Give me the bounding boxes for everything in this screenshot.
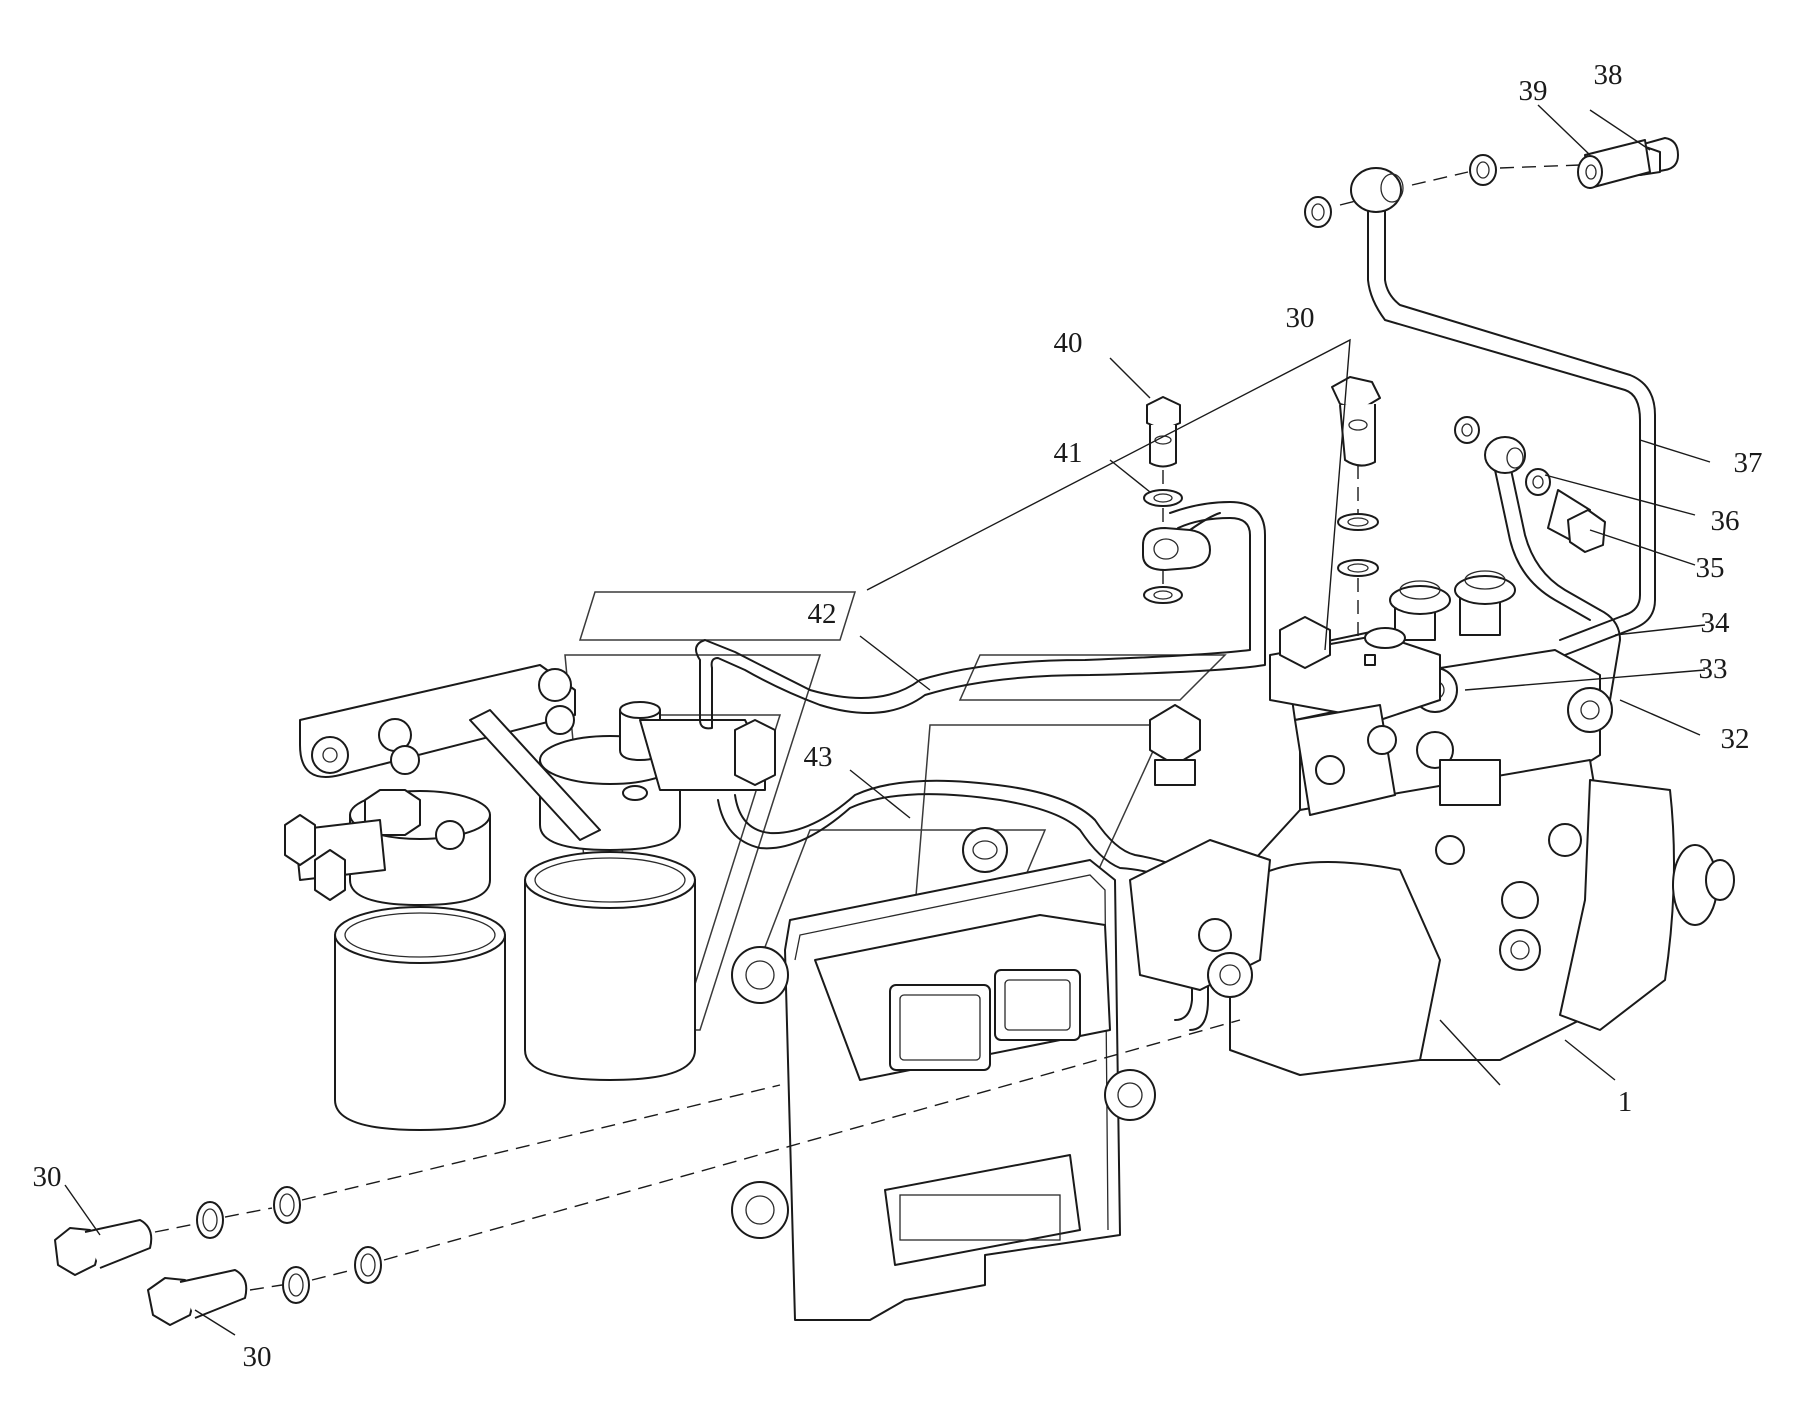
callout-43: 43 xyxy=(804,741,833,773)
callout-36: 36 xyxy=(1711,505,1740,537)
callout-40: 40 xyxy=(1054,327,1083,359)
sealing-washer-30-top xyxy=(1337,513,1379,577)
banjo-bolt-35 xyxy=(1547,489,1606,553)
dash-lower xyxy=(154,1019,1241,1291)
fuel-pipe-37 xyxy=(1367,209,1656,656)
banjo-bolt-30-left xyxy=(54,1219,153,1276)
engine-control-unit xyxy=(731,827,1156,1321)
callout-37: 37 xyxy=(1734,447,1763,479)
banjo-bolt-40 xyxy=(1146,396,1181,468)
callout-41: 41 xyxy=(1054,437,1083,469)
callout-38: 38 xyxy=(1594,59,1623,91)
banjo-fitting-36 xyxy=(1484,436,1526,474)
banjo-bolt-38 xyxy=(1577,137,1679,189)
callout-1: 1 xyxy=(1618,1086,1633,1118)
fuel-pipe-34 xyxy=(1494,464,1621,701)
callout-34: 34 xyxy=(1701,607,1731,639)
injection-pump xyxy=(1129,570,1735,1076)
callout-42: 42 xyxy=(808,598,837,630)
filter-bracket xyxy=(284,664,776,901)
fuel-filter-left xyxy=(334,789,506,1131)
callout-30-top: 30 xyxy=(1286,302,1315,334)
banjo-bolt-30-bottom xyxy=(147,1269,248,1326)
banjo-fitting-37 xyxy=(1350,167,1404,213)
dash-center xyxy=(1162,465,1359,640)
callout-35: 35 xyxy=(1696,552,1725,584)
sealing-washer-36 xyxy=(1454,416,1551,496)
callout-39: 39 xyxy=(1519,75,1548,107)
sealing-washer-39 xyxy=(1304,154,1497,228)
callout-30-bottom: 30 xyxy=(243,1341,272,1373)
dash-38 xyxy=(1339,164,1581,206)
fuel-line-42 xyxy=(695,501,1266,730)
manifold-block xyxy=(1269,616,1441,816)
leader-lines xyxy=(64,104,1711,1336)
callout-33: 33 xyxy=(1699,653,1728,685)
banjo-fitting-41 xyxy=(1142,512,1221,571)
sealing-washer-30-lower xyxy=(196,1186,382,1304)
callout-32: 32 xyxy=(1721,723,1750,755)
banjo-bolt-30-top xyxy=(1331,376,1381,467)
sealing-washer-41 xyxy=(1143,489,1183,604)
callout-30-left: 30 xyxy=(33,1161,62,1193)
